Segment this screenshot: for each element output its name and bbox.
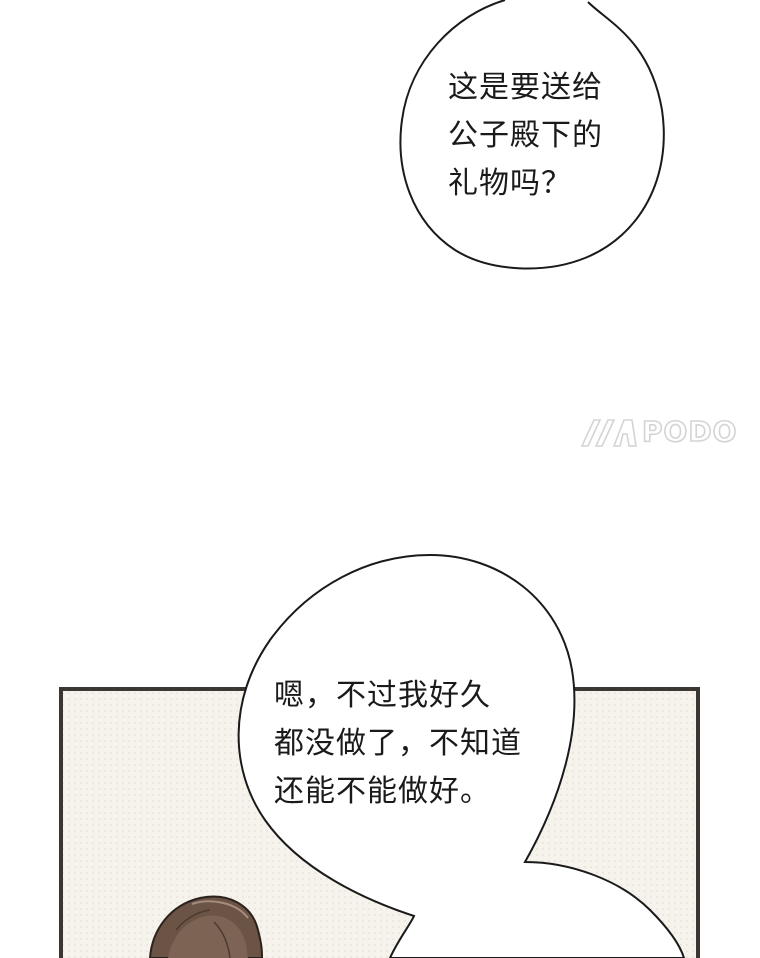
dialogue-line: 都没做了，不知道 bbox=[274, 726, 522, 761]
dialogue-line: 礼物吗？ bbox=[448, 166, 572, 201]
dialogue-line: 还能不能做好。 bbox=[274, 774, 491, 809]
speech-bubble-2 bbox=[237, 553, 686, 958]
dialogue-line: 这是要送给 bbox=[448, 70, 603, 105]
character-head bbox=[148, 895, 264, 958]
speech-bubble-1-text: 这是要送给 公子殿下的 礼物吗？ bbox=[448, 64, 603, 208]
watermark-text: PODO bbox=[641, 415, 738, 449]
dialogue-line: 嗯，不过我好久 bbox=[274, 678, 491, 713]
speech-bubble-2-text: 嗯，不过我好久 都没做了，不知道 还能不能做好。 bbox=[274, 672, 522, 816]
podo-logo bbox=[580, 419, 637, 447]
dialogue-line: 公子殿下的 bbox=[448, 118, 603, 153]
speech-bubble-1 bbox=[399, 0, 665, 270]
